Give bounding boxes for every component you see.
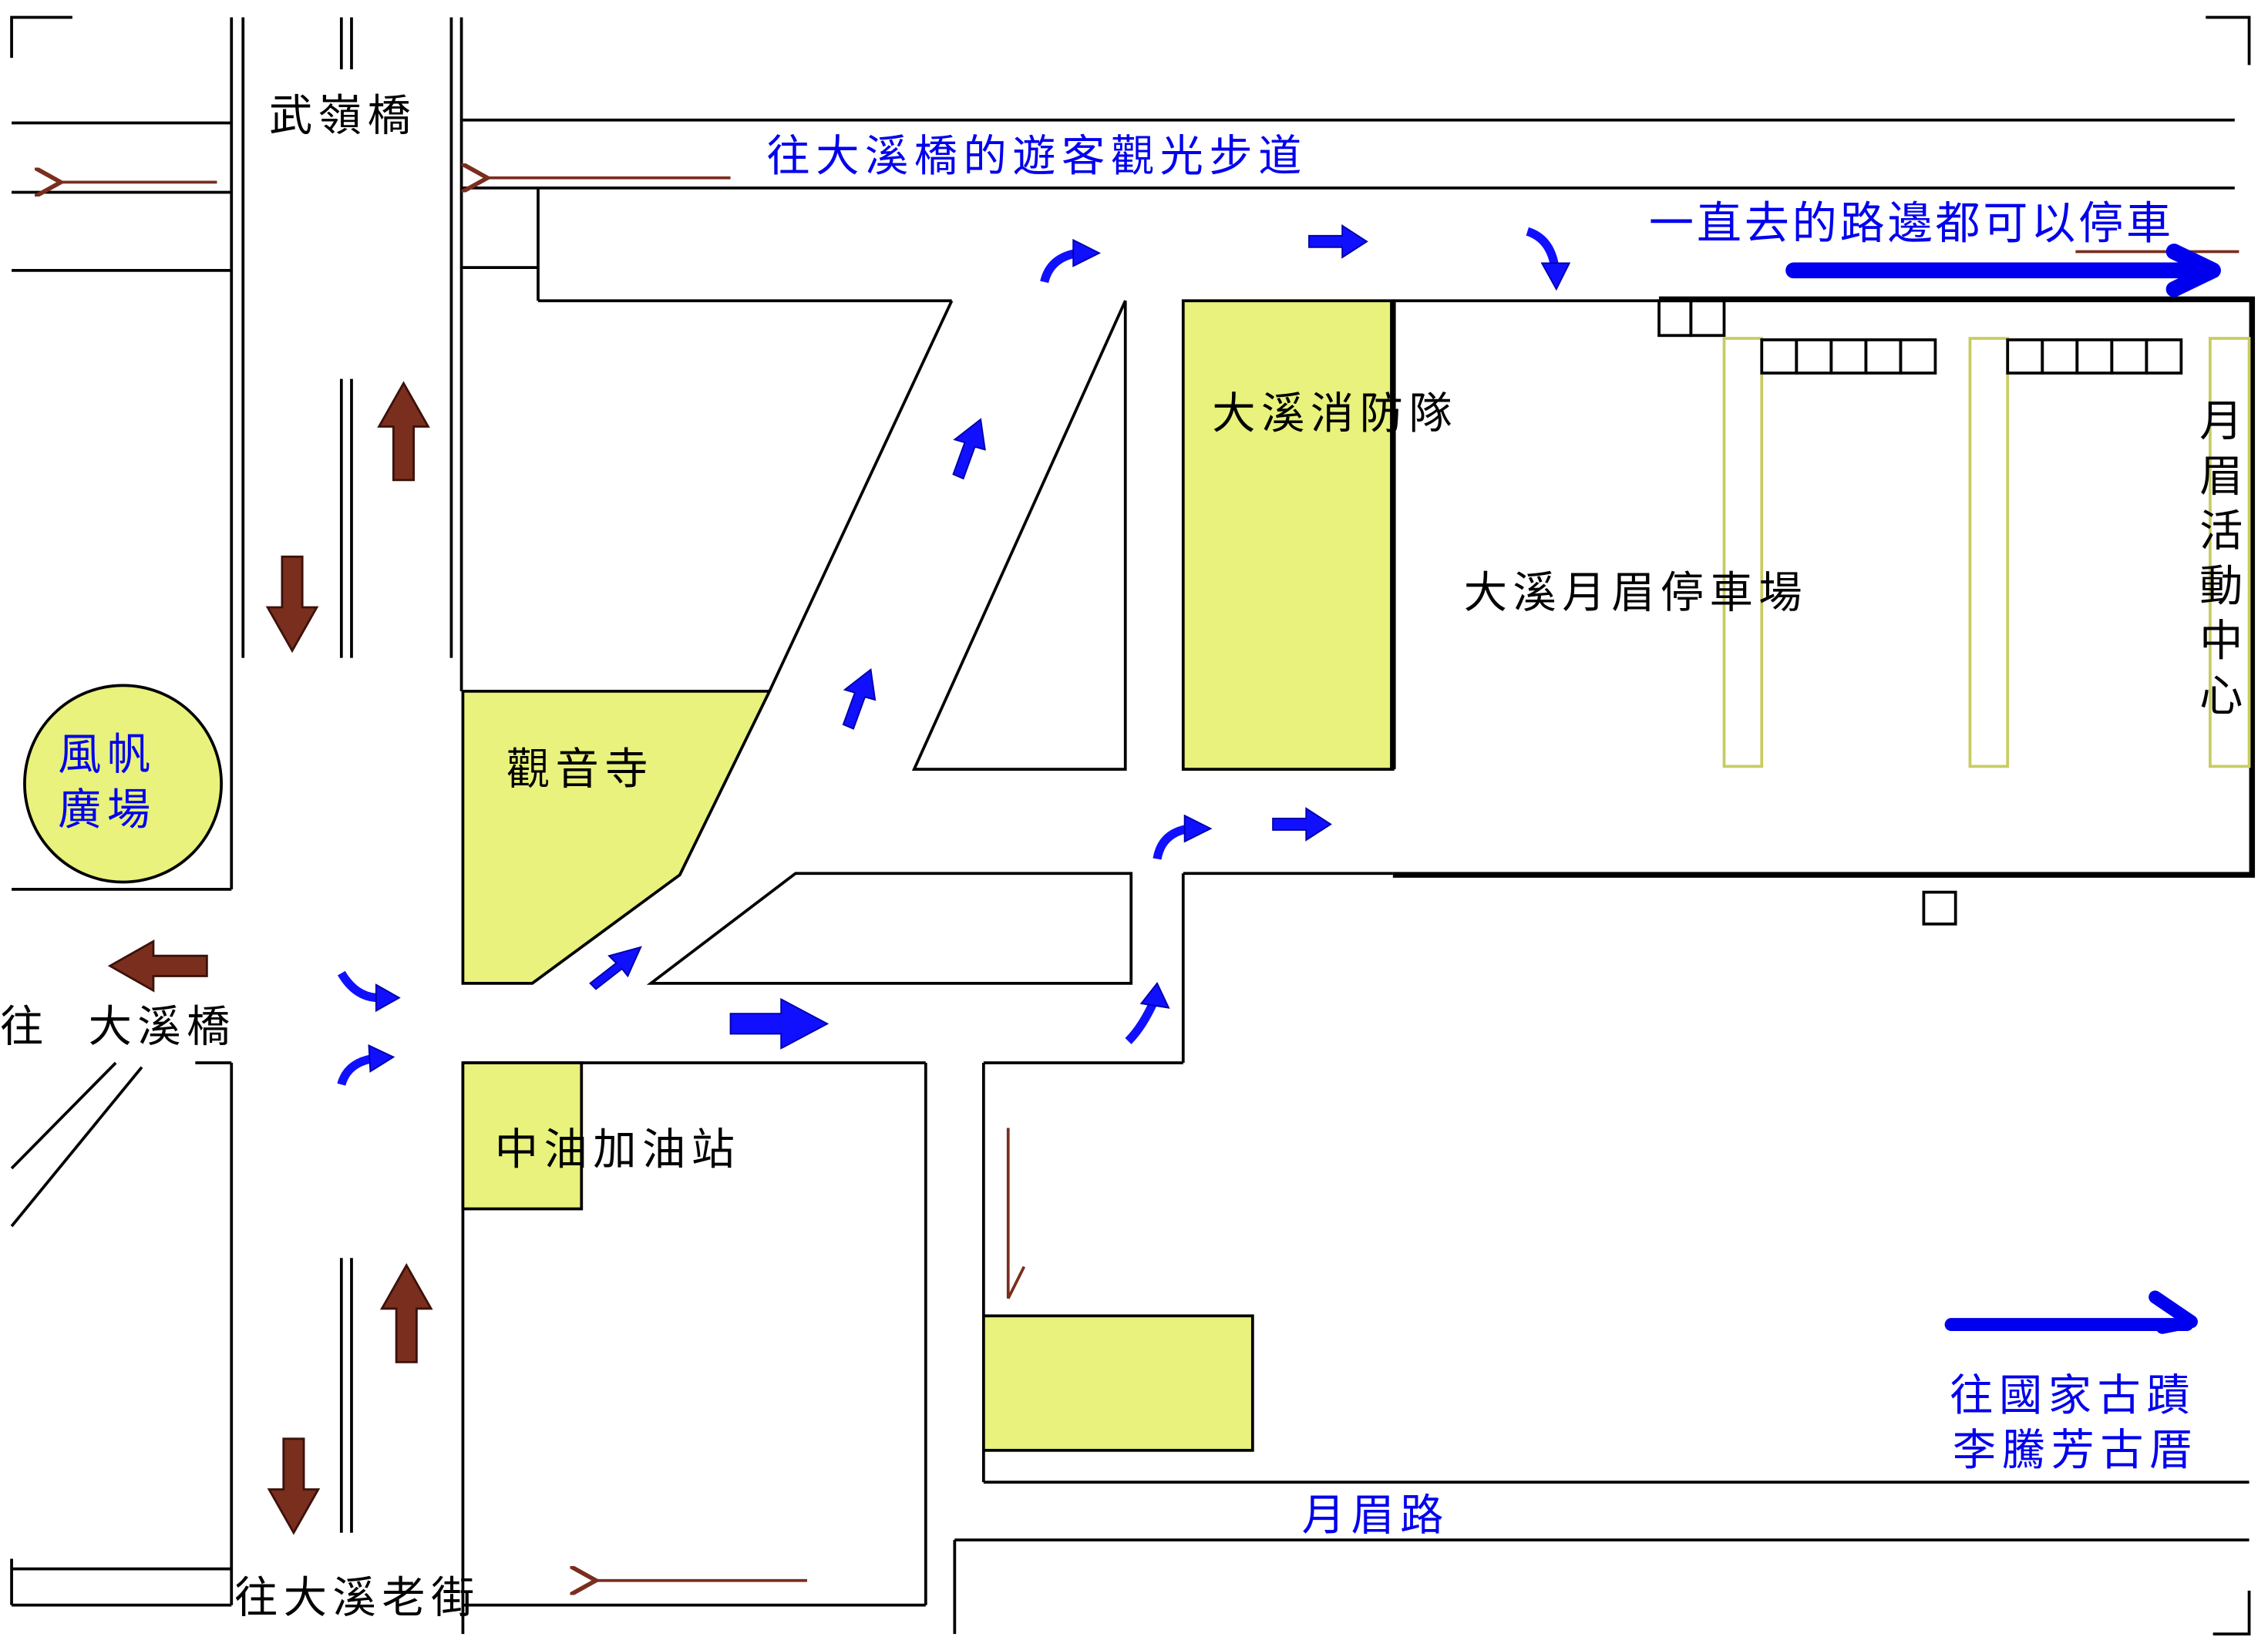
label-temple: 觀音寺 <box>506 745 654 795</box>
parking-stall <box>1760 338 1799 375</box>
arrow-up-right-icon <box>589 946 642 990</box>
triangle-island <box>911 300 1127 771</box>
arrow-right-icon <box>1308 224 1368 259</box>
arrow-right-icon <box>1272 807 1332 842</box>
arrow-up-right-icon <box>952 418 986 480</box>
curved-arrow-icon <box>337 1054 375 1086</box>
parking-stall <box>2041 338 2079 375</box>
arrow-down-icon <box>265 555 319 654</box>
curved-arrow-icon <box>337 970 379 1003</box>
long-arrow-right-icon <box>1785 244 2221 297</box>
label-activity-center: 月眉活動中心 <box>2192 398 2243 728</box>
label-park-along-road: 一直去的路邊都可以停車 <box>1649 197 2174 250</box>
label-to-daxi-bridge: 往 大溪橋 <box>0 1002 236 1052</box>
arrow-up-icon <box>377 381 430 482</box>
label-parking-lot: 大溪月眉停車場 <box>1464 568 1808 618</box>
parking-stall <box>2145 338 2183 375</box>
corner-marks <box>10 15 2251 1635</box>
label-to-old-street: 往大溪老街 <box>234 1573 480 1623</box>
gas-station-building <box>461 1061 584 1211</box>
fire-station-building <box>1181 299 1395 771</box>
label-wuling-bridge: 武嶺橋 <box>269 91 416 141</box>
parking-stall <box>1829 338 1868 375</box>
parking-stall <box>2110 338 2149 375</box>
arrow-up-icon <box>379 1262 433 1363</box>
parking-lot <box>1390 296 2256 926</box>
route-arrows <box>337 224 2221 1334</box>
temple-building <box>461 689 772 985</box>
parking-stall <box>1864 338 1903 375</box>
label-to-heritage: 往國家古蹟 <box>1950 1370 2196 1420</box>
label-walkway: 往大溪橋的遊客觀光步道 <box>766 131 1307 181</box>
building-block <box>981 1314 1254 1452</box>
arrow-right-icon <box>729 997 829 1050</box>
label-gas-station: 中油加油站 <box>495 1124 741 1175</box>
parallelogram-island <box>646 872 1133 985</box>
parking-stall <box>2075 338 2114 375</box>
label-yuemei-road: 月眉路 <box>1302 1491 1449 1541</box>
curved-arrow-icon <box>1125 999 1159 1044</box>
traffic-arrows <box>107 381 433 1535</box>
arrow-left-icon <box>107 939 208 993</box>
curved-arrow-icon <box>1526 227 1560 269</box>
parking-stall <box>1795 338 1833 375</box>
label-plaza-line2: 廣場 <box>58 785 156 835</box>
arrow-up-right-icon <box>842 667 877 730</box>
long-arrow-right-icon <box>1944 1290 2198 1334</box>
parking-stall <box>1899 338 1937 375</box>
arrow-down-icon <box>267 1437 321 1535</box>
label-to-heritage-line2: 李騰芳古厝 <box>1953 1426 2199 1476</box>
label-fire-station: 大溪消防隊 <box>1212 388 1458 439</box>
label-plaza: 風帆 <box>58 730 156 780</box>
traffic-direction-lines <box>61 178 2239 1581</box>
road-lines <box>10 17 2249 1635</box>
parking-stall <box>2006 338 2044 375</box>
plaza-circle <box>23 684 223 884</box>
